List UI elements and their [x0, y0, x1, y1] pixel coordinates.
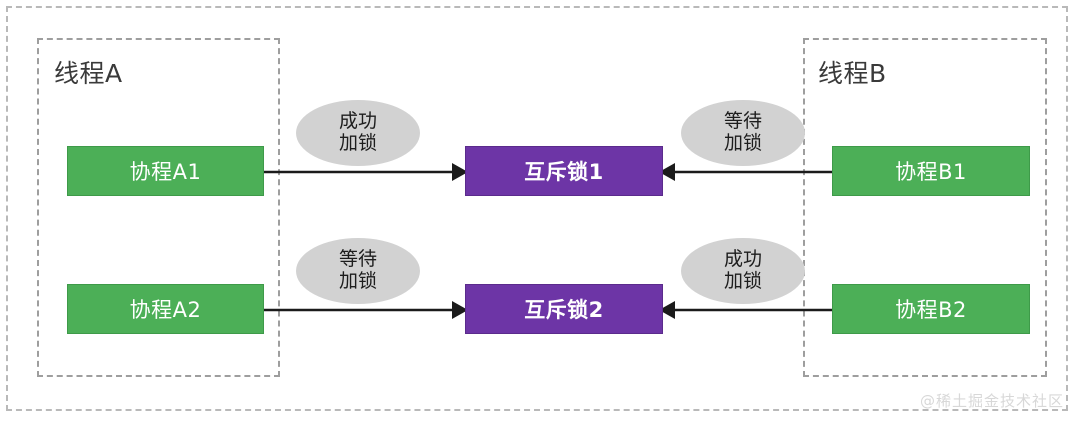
callout-b2-to-mutex2: 成功 加锁: [681, 238, 805, 304]
node-coroutine-b1-label: 协程B1: [895, 160, 967, 184]
arrow-a2-to-mutex2: [264, 301, 468, 319]
callout-a2-to-mutex2-line1: 等待: [338, 248, 377, 271]
node-mutex-2-label: 互斥锁2: [524, 298, 604, 322]
watermark: @稀土掘金技术社区: [919, 392, 1064, 410]
arrow-b1-to-mutex1: [659, 163, 835, 181]
callout-b1-to-mutex1-line2: 加锁: [723, 132, 762, 154]
arrow-a1-to-mutex1: [264, 163, 468, 181]
node-coroutine-a2-label: 协程A2: [129, 298, 202, 322]
node-coroutine-a1[interactable]: 协程A1: [67, 146, 264, 196]
callout-a2-to-mutex2-line2: 加锁: [338, 270, 377, 292]
node-coroutine-a2[interactable]: 协程A2: [67, 284, 264, 334]
callout-b1-to-mutex1: 等待 加锁: [681, 100, 805, 166]
node-mutex-1-label: 互斥锁1: [524, 160, 604, 184]
thread-a-container: [37, 38, 280, 377]
arrow-b2-to-mutex2: [659, 301, 835, 319]
callout-a1-to-mutex1: 成功 加锁: [296, 100, 420, 166]
thread-a-title: 线程A: [54, 59, 123, 88]
thread-b-container: [803, 38, 1047, 377]
callout-b2-to-mutex2-line1: 成功: [723, 248, 762, 271]
node-coroutine-b2-label: 协程B2: [895, 298, 967, 322]
callout-a1-to-mutex1-line1: 成功: [338, 110, 377, 133]
node-coroutine-b2[interactable]: 协程B2: [832, 284, 1030, 334]
node-mutex-2[interactable]: 互斥锁2: [465, 284, 663, 334]
callout-b2-to-mutex2-line2: 加锁: [723, 270, 762, 292]
node-coroutine-a1-label: 协程A1: [129, 160, 202, 184]
outer-dashed-container: [6, 6, 1068, 411]
node-coroutine-b1[interactable]: 协程B1: [832, 146, 1030, 196]
thread-b-title: 线程B: [818, 59, 887, 88]
callout-b1-to-mutex1-line1: 等待: [723, 110, 762, 133]
callout-a1-to-mutex1-line2: 加锁: [338, 132, 377, 154]
node-mutex-1[interactable]: 互斥锁1: [465, 146, 663, 196]
callout-a2-to-mutex2: 等待 加锁: [296, 238, 420, 304]
